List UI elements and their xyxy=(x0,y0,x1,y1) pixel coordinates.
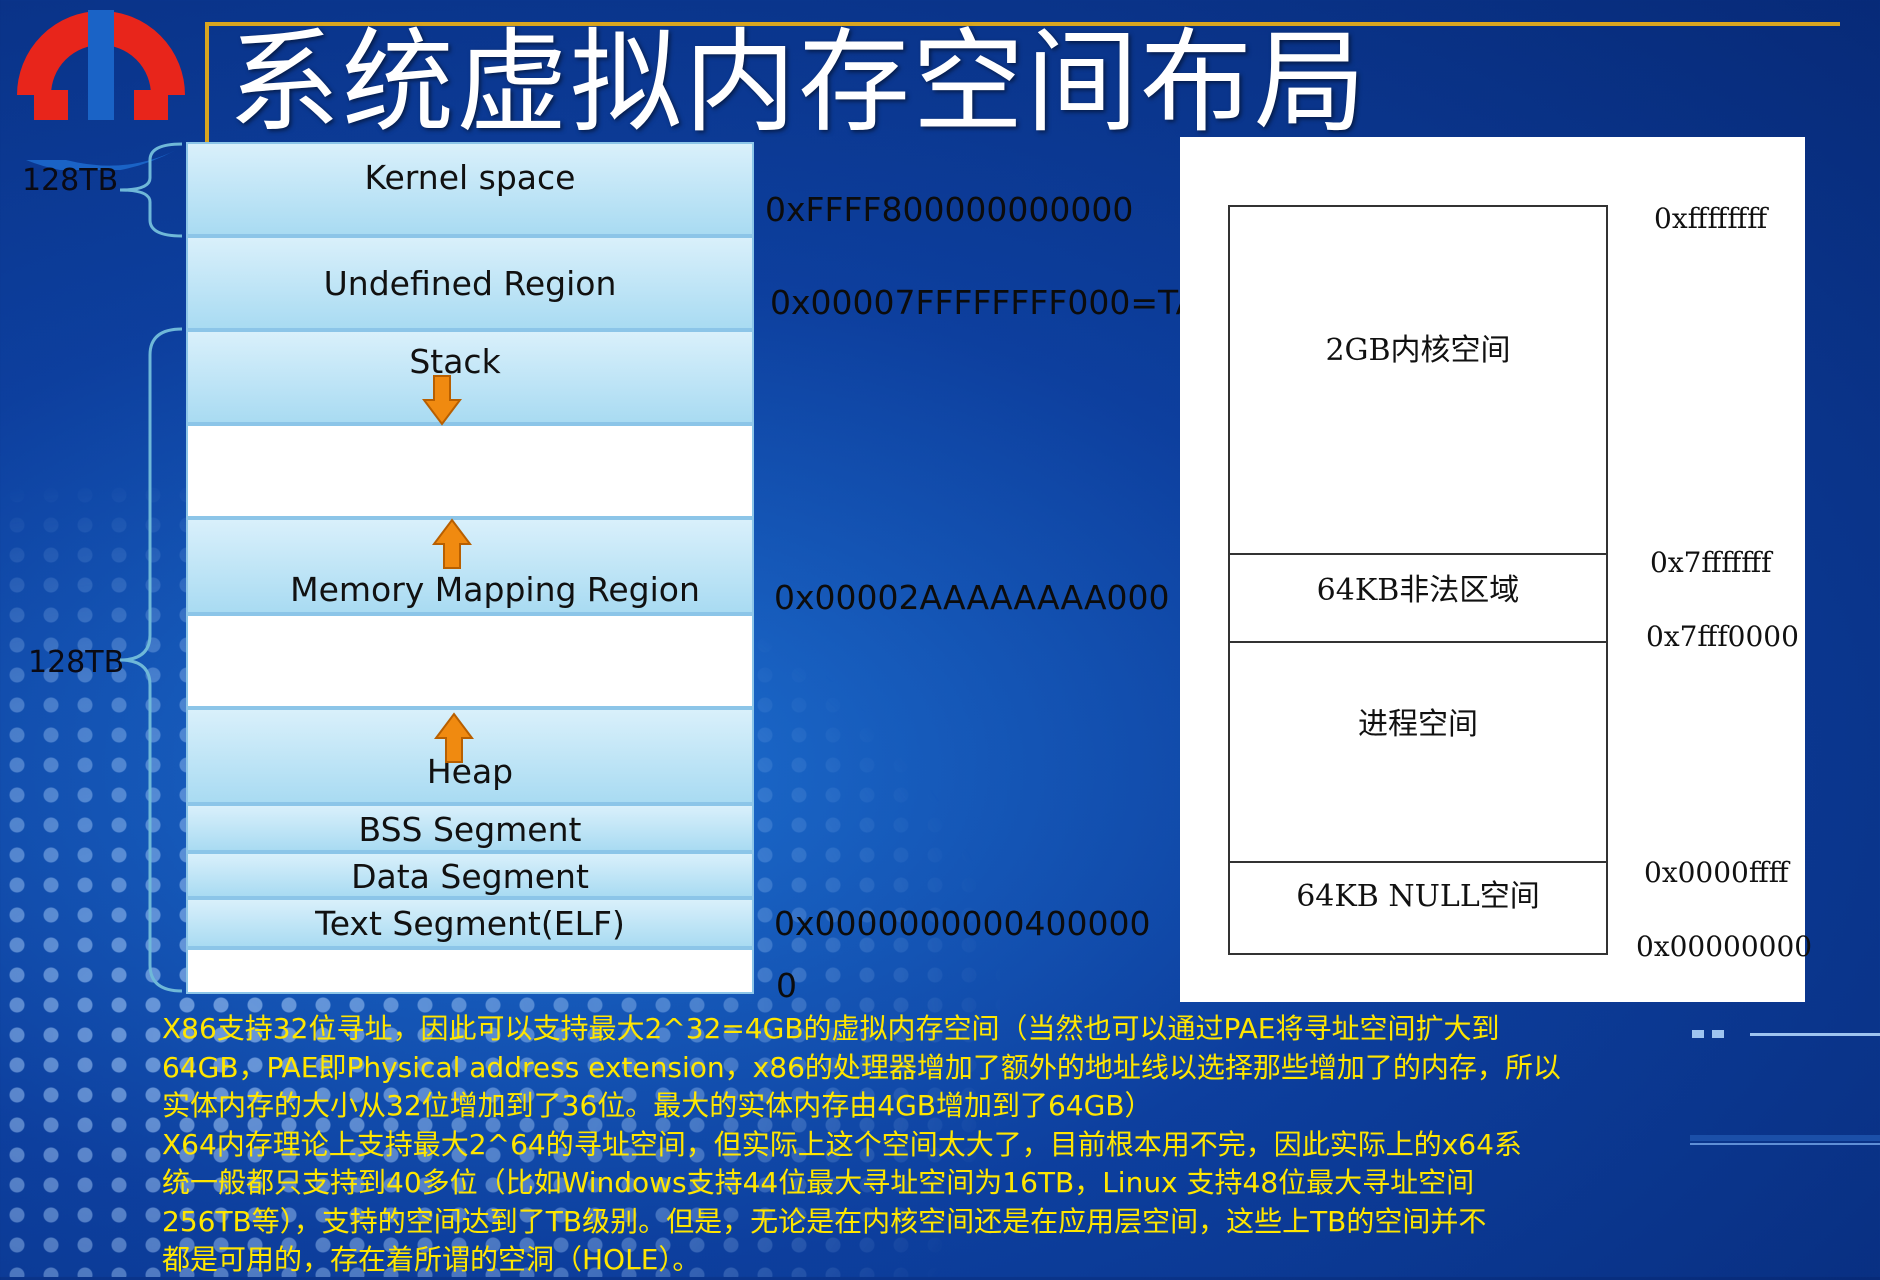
data-label: Data Segment xyxy=(351,857,589,896)
bss-label: BSS Segment xyxy=(358,810,582,849)
bss-segment: BSS Segment xyxy=(186,804,754,852)
note-line: 实体内存的大小从32位增加到了36位。最大的实体内存由4GB增加到了64GB） xyxy=(162,1089,1153,1122)
heap-segment: Heap xyxy=(186,708,754,804)
stack-label: Stack xyxy=(409,342,501,381)
text-segment: Text Segment(ELF) xyxy=(186,898,754,948)
logo-icon xyxy=(17,10,185,170)
user-size-label: 128TB xyxy=(28,645,125,680)
decoration-bars-icon xyxy=(1690,1030,1880,1145)
process-label: 进程空间 xyxy=(1358,707,1478,742)
title-top-line xyxy=(205,22,1840,26)
mmap-base-address: 0x00002AAAAAAAA000 xyxy=(774,578,1170,617)
arrow-up-icon xyxy=(434,712,474,763)
kernel-brace xyxy=(119,142,183,238)
undefined-region-segment: Undefined Region xyxy=(186,236,754,330)
stack-segment: Stack xyxy=(186,330,754,424)
note-line: 256TB等），支持的空间达到了TB级别。但是，无论是在内核空间还是在应用层空间… xyxy=(162,1204,1487,1238)
kernel-2gb-region: 2GB内核空间 xyxy=(1228,205,1608,555)
text-start-address: 0x0000000000400000 xyxy=(774,904,1151,943)
addr-bottom: 0x00000000 xyxy=(1636,930,1813,963)
illegal-64kb-region: 64KB非法区域 xyxy=(1228,553,1608,643)
arrow-down-icon xyxy=(422,375,462,426)
kernel-space-segment: Kernel space xyxy=(186,142,754,236)
notes-block: X86支持32位寻址，因此可以支持最大2^32=4GB的虚拟内存空间（当然也可以… xyxy=(162,1010,1722,1280)
arrow-up-icon xyxy=(432,518,472,569)
user-brace xyxy=(119,327,183,993)
kernel-start-address: 0xFFFF800000000000 xyxy=(765,190,1134,229)
page-title: 系统虚拟内存空间布局 xyxy=(228,18,1368,148)
mmap-segment: Memory Mapping Region xyxy=(186,518,754,614)
kernel-size-label: 128TB xyxy=(22,163,119,198)
kernel-space-label: Kernel space xyxy=(364,158,576,197)
addr-7fff0000: 0x7fff0000 xyxy=(1646,620,1799,653)
stack-gap xyxy=(186,424,754,518)
note-line: 统一般都只支持到40多位（比如Windows支持44位最大寻址空间为16TB，L… xyxy=(162,1166,1475,1199)
note-line: 都是可用的，存在着所谓的空洞（HOLE）。 xyxy=(162,1243,701,1276)
note-line: 64GB，PAE即Physical address extension，x86的… xyxy=(162,1050,1561,1084)
data-segment: Data Segment xyxy=(186,852,754,898)
note-line: X64内存理论上支持最大2^64的寻址空间，但实际上这个空间太大了，目前根本用不… xyxy=(162,1127,1522,1161)
zero-address: 0 xyxy=(776,966,797,1005)
heap-label: Heap xyxy=(426,752,514,791)
illegal-64kb-label: 64KB非法区域 xyxy=(1316,573,1520,608)
undefined-region-label: Undefined Region xyxy=(323,264,617,303)
text-label: Text Segment(ELF) xyxy=(315,904,625,943)
bottom-gap xyxy=(186,948,754,994)
addr-top: 0xffffffff xyxy=(1654,202,1768,235)
addr-7fffffff: 0x7fffffff xyxy=(1650,546,1772,579)
title-side-line xyxy=(205,22,209,142)
kernel-2gb-label: 2GB内核空间 xyxy=(1325,333,1511,368)
null-64kb-region: 64KB NULL空间 xyxy=(1228,861,1608,955)
x86-layout-panel xyxy=(1180,137,1805,1002)
process-region: 进程空间 xyxy=(1228,641,1608,863)
null-64kb-label: 64KB NULL空间 xyxy=(1296,879,1540,914)
task-size-address: 0x00007FFFFFFFF000=TASK xyxy=(770,283,1180,322)
mmap-label: Memory Mapping Region xyxy=(290,570,700,609)
addr-0000ffff: 0x0000ffff xyxy=(1644,856,1789,889)
note-line: X86支持32位寻址，因此可以支持最大2^32=4GB的虚拟内存空间（当然也可以… xyxy=(162,1012,1500,1045)
mmap-gap xyxy=(186,614,754,708)
